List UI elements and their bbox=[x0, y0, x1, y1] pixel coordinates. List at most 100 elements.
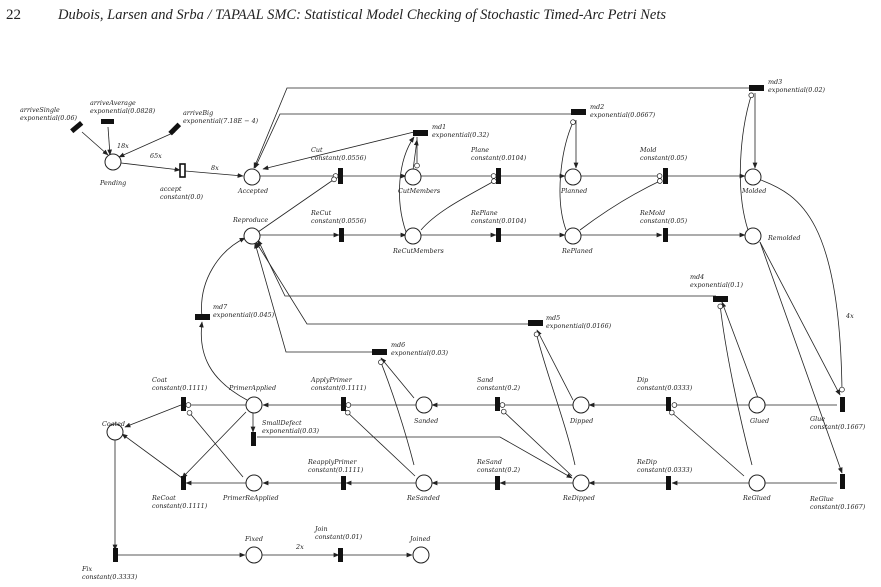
transition-md3 bbox=[749, 85, 764, 91]
place-recutmembers bbox=[404, 227, 422, 245]
transition-arriveaverage bbox=[101, 119, 114, 124]
place-labels: Pending Accepted CutMembers Planned Mold… bbox=[99, 179, 801, 543]
transition-md7 bbox=[195, 314, 210, 320]
transition-fix bbox=[113, 548, 118, 562]
label-reglue-dist: constant(0.1667) bbox=[810, 503, 866, 511]
label-reglue: ReGlue bbox=[809, 495, 834, 503]
place-joined bbox=[412, 546, 430, 564]
label-md6: md6 bbox=[391, 341, 405, 349]
label-accepted: Accepted bbox=[237, 187, 268, 195]
weight-labels: 18x 65x 8x 4x 2x bbox=[117, 142, 854, 551]
place-molded bbox=[744, 168, 762, 186]
label-md2: md2 bbox=[590, 103, 604, 111]
transition-md5 bbox=[528, 320, 543, 326]
label-cut: Cut bbox=[311, 146, 323, 154]
label-applyprimer-dist: constant(0.1111) bbox=[311, 384, 367, 392]
label-redip-dist: constant(0.0333) bbox=[637, 466, 693, 474]
transition-mold bbox=[663, 168, 668, 184]
label-molded: Molded bbox=[741, 187, 766, 195]
label-arrivesingle: arriveSingle bbox=[20, 106, 60, 114]
place-remolded bbox=[744, 227, 762, 245]
place-coated bbox=[106, 423, 124, 441]
label-reapplyprimer-dist: constant(0.1111) bbox=[308, 466, 364, 474]
label-sand: Sand bbox=[477, 376, 493, 384]
page-header: 22 Dubois, Larsen and Srba / TAPAAL SMC:… bbox=[0, 0, 881, 30]
place-reglued bbox=[748, 474, 766, 492]
place-replaned bbox=[564, 227, 582, 245]
label-recut-dist: constant(0.0556) bbox=[311, 217, 367, 225]
weight-arrive-average: 18x bbox=[117, 142, 129, 150]
place-reproduce bbox=[243, 227, 261, 245]
label-glue-dist: constant(0.1667) bbox=[810, 423, 866, 431]
label-smalldefect: SmallDefect bbox=[262, 419, 302, 427]
transition-arrivebig bbox=[168, 122, 182, 136]
label-resand-dist: constant(0.2) bbox=[477, 466, 521, 474]
arcs bbox=[81, 87, 845, 558]
label-join-dist: constant(0.01) bbox=[315, 533, 363, 541]
transition-recoat bbox=[181, 476, 186, 490]
label-coat: Coat bbox=[152, 376, 168, 384]
label-remolded: Remolded bbox=[767, 234, 801, 242]
transition-md2 bbox=[571, 109, 586, 115]
label-primerapplied: PrimerApplied bbox=[228, 384, 276, 392]
transition-replane bbox=[496, 228, 501, 242]
label-redipped: ReDipped bbox=[562, 494, 595, 502]
label-md7: md7 bbox=[213, 303, 228, 311]
label-arrivebig: arriveBig bbox=[183, 109, 213, 117]
label-recut: ReCut bbox=[310, 209, 332, 217]
label-smalldefect-dist: exponential(0.03) bbox=[262, 427, 320, 435]
label-fix: Fix bbox=[81, 565, 92, 573]
transition-remold bbox=[663, 228, 668, 242]
label-md4-dist: exponential(0.1) bbox=[690, 281, 743, 289]
label-mold-dist: constant(0.05) bbox=[640, 154, 688, 162]
places bbox=[104, 153, 766, 564]
label-accept-dist: constant(0.0) bbox=[160, 193, 204, 201]
label-applyprimer: ApplyPrimer bbox=[310, 376, 353, 384]
label-sand-dist: constant(0.2) bbox=[477, 384, 521, 392]
place-dipped bbox=[572, 396, 590, 414]
label-md2-dist: exponential(0.0667) bbox=[590, 111, 656, 119]
weight-glue: 4x bbox=[845, 312, 854, 320]
transitions bbox=[70, 85, 845, 562]
place-fixed bbox=[245, 546, 263, 564]
label-recoat: ReCoat bbox=[151, 494, 176, 502]
label-joined: Joined bbox=[408, 535, 430, 543]
label-planned: Planned bbox=[560, 187, 587, 195]
transition-md6 bbox=[372, 349, 387, 355]
label-md1-dist: exponential(0.32) bbox=[432, 131, 490, 139]
transition-applyprimer bbox=[341, 397, 346, 411]
place-cutmembers bbox=[404, 168, 422, 186]
label-arrivesingle-dist: exponential(0.06) bbox=[20, 114, 78, 122]
label-fix-dist: constant(0.3333) bbox=[82, 573, 138, 581]
weight-arrive-big: 65x bbox=[150, 152, 162, 160]
running-title: Dubois, Larsen and Srba / TAPAAL SMC: St… bbox=[58, 7, 667, 23]
label-recutmembers: ReCutMembers bbox=[392, 247, 444, 255]
label-primerreapplied: PrimerReApplied bbox=[222, 494, 279, 502]
label-resanded: ReSanded bbox=[406, 494, 440, 502]
label-fixed: Fixed bbox=[244, 535, 263, 543]
label-glued: Glued bbox=[750, 417, 769, 425]
transition-reglue bbox=[840, 474, 845, 489]
label-md6-dist: exponential(0.03) bbox=[391, 349, 449, 357]
label-remold: ReMold bbox=[639, 209, 665, 217]
transition-arrivesingle bbox=[70, 120, 84, 134]
place-glued bbox=[748, 396, 766, 414]
label-md5-dist: exponential(0.0166) bbox=[546, 322, 612, 330]
weight-fix-join: 2x bbox=[295, 543, 304, 551]
label-arriveaverage-dist: exponential(0.0828) bbox=[90, 107, 156, 115]
label-md5: md5 bbox=[546, 314, 560, 322]
transition-md1 bbox=[413, 130, 428, 136]
transition-recut bbox=[339, 228, 344, 242]
place-planned bbox=[564, 168, 582, 186]
label-sanded: Sanded bbox=[414, 417, 438, 425]
place-accepted bbox=[243, 168, 261, 186]
transition-accept bbox=[179, 163, 186, 178]
transition-resand bbox=[495, 476, 500, 490]
label-redip: ReDip bbox=[636, 458, 657, 466]
transition-labels: arriveSingle exponential(0.06) arriveAve… bbox=[20, 78, 866, 581]
transition-dip bbox=[666, 397, 671, 411]
weight-accept: 8x bbox=[211, 164, 219, 172]
transition-cut bbox=[338, 168, 343, 184]
label-dip-dist: constant(0.0333) bbox=[637, 384, 693, 392]
